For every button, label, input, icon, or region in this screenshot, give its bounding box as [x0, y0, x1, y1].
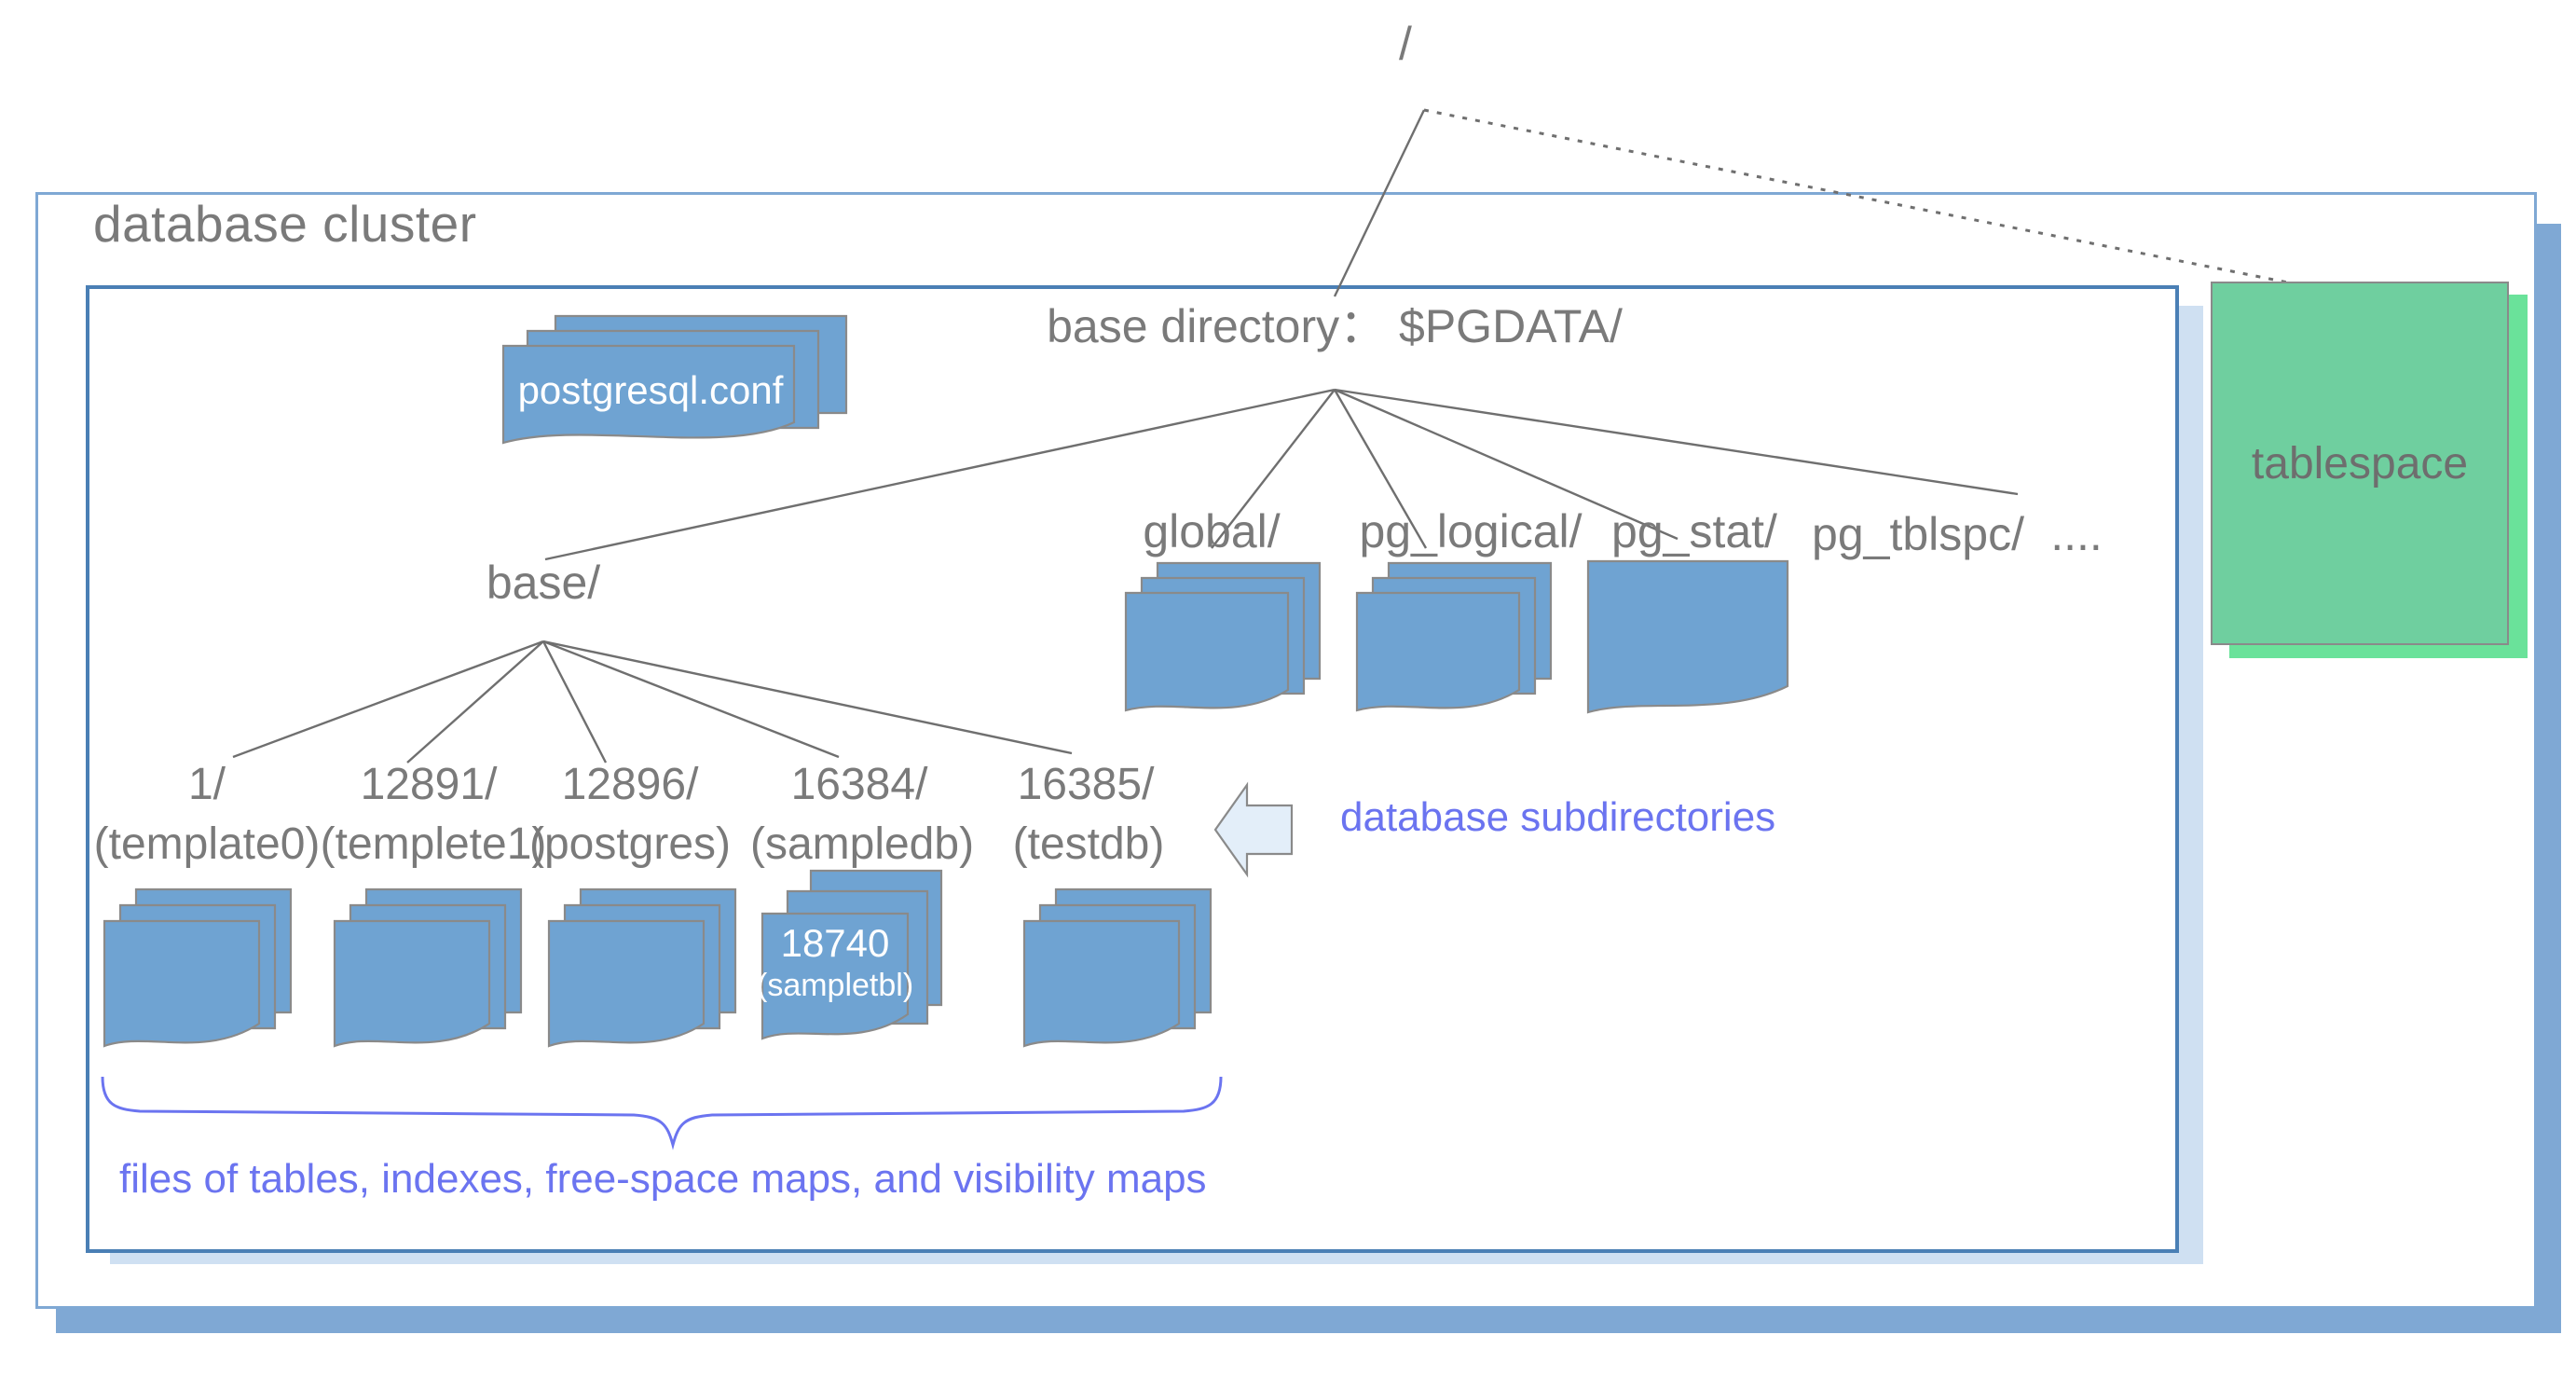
relation-file-stack-templete1	[331, 886, 528, 1053]
global-directory-file-stack	[1122, 559, 1327, 727]
db-subdir-4-oid-label: 16384/	[790, 760, 928, 809]
relation-file-stack-testdb	[1021, 886, 1218, 1053]
db-subdir-1-oid-label: 1/	[187, 760, 226, 809]
db-subdir-3-name-label: (postgres)	[528, 819, 732, 869]
pgdata-child-pg-tblspc-label: pg_tblspc/	[1812, 508, 2024, 560]
tablespace-label: tablespace	[2251, 438, 2469, 488]
db-subdir-3-oid-label: 12896/	[561, 760, 699, 809]
tablespace-box: tablespace	[2211, 282, 2509, 645]
pgdata-child-pg-logical-label: pg_logical/	[1359, 505, 1583, 557]
db-subdir-5-name-label: (testdb)	[1012, 819, 1165, 869]
root-directory-label: /	[1399, 18, 1412, 70]
postgresql-conf-file-stack: postgresql.conf	[500, 310, 854, 445]
db-subdir-4-name-label: (sampledb)	[749, 819, 975, 869]
relation-file-stack-sampletbl: 18740 (sampletbl)	[757, 867, 954, 1044]
left-arrow-icon	[1212, 781, 1295, 888]
db-subdir-2-name-label: (templete1)	[320, 819, 547, 869]
pgdata-directory-label: base directory： $PGDATA/	[1047, 300, 1623, 352]
relation-file-stack-template0	[101, 886, 298, 1053]
pg-stat-directory-file	[1584, 557, 1794, 725]
db-subdir-5-oid-label: 16385/	[1017, 760, 1155, 809]
files-of-tables-annotation: files of tables, indexes, free-space map…	[119, 1156, 1207, 1202]
relation-file-stack-postgres	[545, 886, 743, 1053]
db-subdir-2-oid-label: 12891/	[360, 760, 498, 809]
base-directory-label: base/	[486, 557, 601, 609]
database-cluster-title: database cluster	[93, 195, 477, 253]
pg-logical-directory-file-stack	[1353, 559, 1558, 727]
db-subdir-1-name-label: (template0)	[93, 819, 321, 869]
pgdata-child-ellipsis-label: ....	[2050, 508, 2103, 560]
database-subdirectories-annotation: database subdirectories	[1340, 794, 1776, 840]
pgdata-child-global-label: global/	[1143, 505, 1281, 557]
pgdata-child-pg-stat-label: pg_stat/	[1611, 505, 1777, 557]
